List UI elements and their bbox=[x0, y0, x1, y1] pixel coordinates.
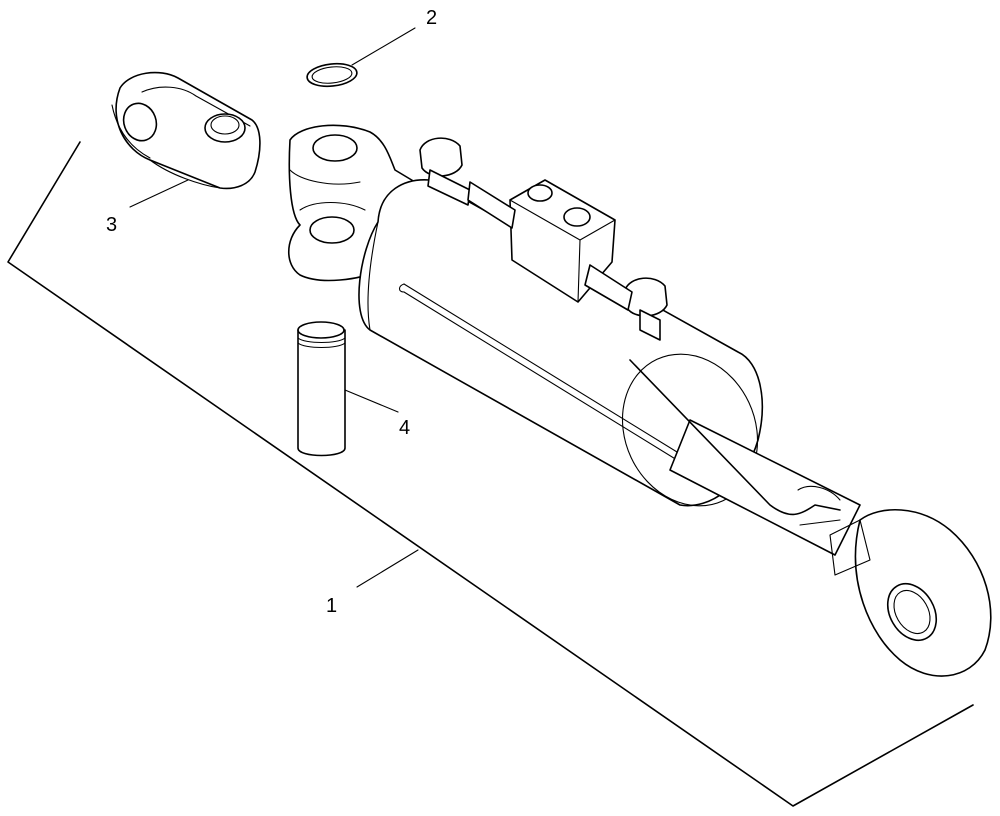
callout-4: 4 bbox=[399, 417, 410, 439]
assembly-bracket bbox=[7, 141, 974, 807]
callout-1: 1 bbox=[326, 595, 337, 617]
hydraulic-cylinder-part bbox=[288, 124, 992, 677]
clevis-end-part bbox=[111, 71, 261, 190]
pin-part bbox=[297, 321, 346, 457]
callout-leaders bbox=[129, 27, 419, 588]
snap-ring-part bbox=[306, 62, 358, 88]
callout-3: 3 bbox=[106, 214, 117, 236]
callout-2: 2 bbox=[426, 7, 437, 29]
